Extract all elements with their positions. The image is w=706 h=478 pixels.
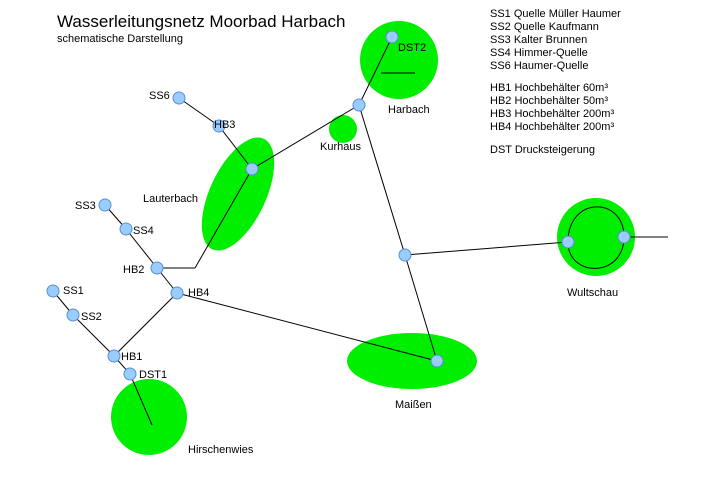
label-ss3: SS3 — [75, 200, 96, 212]
legend-pressure: DST Drucksteigerung — [490, 144, 595, 156]
legend-source-4: SS4 Himmer-Quelle — [490, 47, 588, 59]
node-lauterbach — [245, 162, 259, 176]
pipe-network — [52, 36, 668, 426]
node-ss2 — [66, 308, 80, 322]
node-ss6 — [172, 91, 186, 105]
label-ss2: SS2 — [81, 311, 102, 323]
label-ss6: SS6 — [149, 90, 170, 102]
area-harbach — [360, 21, 438, 99]
label-dst2: DST2 — [398, 42, 426, 54]
node-ss3 — [98, 198, 112, 212]
label-hb3: HB3 — [214, 119, 235, 131]
diagram-subtitle: schematische Darstellung — [57, 33, 183, 45]
node-hb4 — [170, 286, 184, 300]
node-hb1 — [107, 349, 121, 363]
area-kurhaus — [329, 115, 357, 143]
area-maissen — [347, 333, 477, 389]
label-hirschenwies: Hirschenwies — [188, 444, 254, 456]
legend-tank-1: HB1 Hochbehälter 60m³ — [490, 82, 608, 94]
legend-tank-3: HB3 Hochbehälter 200m³ — [490, 108, 614, 120]
node-maissen — [430, 354, 444, 368]
node-ss1 — [46, 284, 60, 298]
area-wultschau — [557, 198, 635, 276]
legend-tank-4: HB4 Hochbehälter 200m³ — [490, 121, 614, 133]
node-hb2 — [150, 261, 164, 275]
legend-source-3: SS3 Kalter Brunnen — [490, 34, 587, 46]
label-dst1: DST1 — [139, 369, 167, 381]
legend-source-5: SS6 Haumer-Quelle — [490, 60, 588, 72]
node-wultschau-west — [561, 235, 575, 249]
node-harbach — [352, 98, 366, 112]
label-hb2: HB2 — [123, 264, 144, 276]
label-ss4: SS4 — [133, 225, 154, 237]
node-ss4 — [119, 222, 133, 236]
label-hb1: HB1 — [121, 351, 142, 363]
label-hb4: HB4 — [188, 287, 209, 299]
node-hb3 — [212, 119, 226, 133]
legend-source-1: SS1 Quelle Müller Haumer — [490, 8, 621, 20]
node-dst2 — [385, 30, 399, 44]
label-harbach: Harbach — [388, 104, 430, 116]
diagram-title: Wasserleitungsnetz Moorbad Harbach — [57, 12, 346, 31]
legend-tank-2: HB2 Hochbehälter 50m³ — [490, 95, 608, 107]
label-kurhaus: Kurhaus — [320, 141, 361, 153]
legend: SS1 Quelle Müller Haumer SS2 Quelle Kauf… — [490, 8, 621, 156]
label-lauterbach: Lauterbach — [143, 193, 198, 205]
node-junction — [398, 248, 412, 262]
node-wultschau-east — [617, 230, 631, 244]
node-dst1 — [123, 367, 137, 381]
label-wultschau: Wultschau — [567, 287, 618, 299]
label-ss1: SS1 — [63, 285, 84, 297]
label-maissen: Maißen — [395, 399, 432, 411]
legend-source-2: SS2 Quelle Kaufmann — [490, 21, 599, 33]
